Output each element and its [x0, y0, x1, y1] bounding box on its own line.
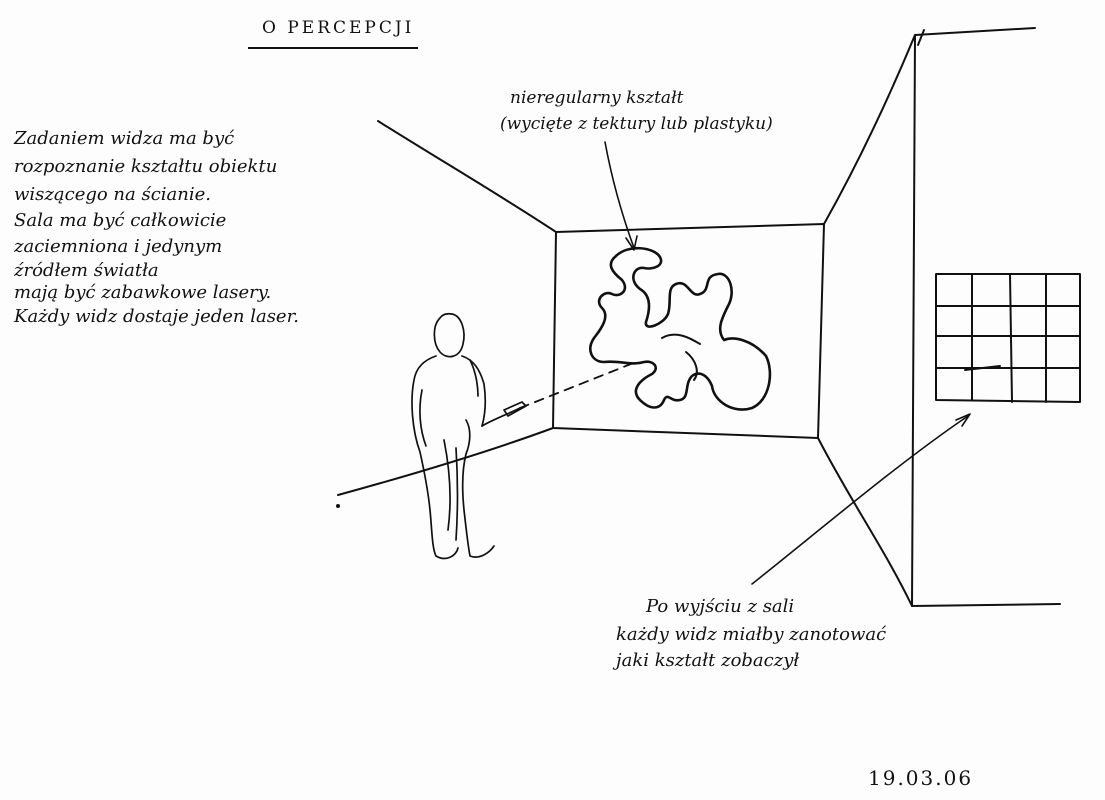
description-line: Zadaniem widza ma być — [14, 128, 235, 149]
date-stamp: 19.03.06 — [868, 766, 974, 790]
exit-note-line: Po wyjściu z sali — [646, 596, 795, 617]
irregular-shape — [589, 246, 772, 411]
person-figure — [411, 312, 527, 560]
window-pointer-arrow — [751, 415, 969, 585]
description-line: wiszącego na ścianie. — [14, 184, 212, 205]
floor-right-edge — [817, 437, 913, 607]
description-line: Każdy widz dostaje jeden laser. — [14, 306, 299, 327]
window-grid — [935, 273, 1081, 403]
title-underline — [248, 47, 418, 49]
floor-left-edge — [337, 427, 554, 496]
page-title: O PERCEPCJI — [262, 18, 415, 38]
exit-note-line: każdy widz miałby zanotować — [616, 624, 887, 645]
description-line: rozpoznanie kształtu obiektu — [14, 156, 278, 177]
shape-label-line: (wycięte z tektury lub plastyku) — [500, 114, 773, 134]
back-wall — [552, 223, 825, 439]
description-line: mają być zabawkowe lasery. — [14, 282, 272, 303]
shape-label-line: nieregularny kształt — [510, 88, 684, 108]
description-line: zaciemniona i jedynym — [14, 236, 223, 257]
floor-mark — [336, 504, 340, 508]
ceiling-right-edge — [823, 34, 916, 225]
description-line: Sala ma być całkowicie — [14, 210, 227, 231]
shape-pointer-arrow — [604, 141, 635, 249]
laser-beam — [519, 361, 637, 409]
description-line: źródłem światła — [14, 260, 159, 281]
exit-note-line: jaki kształt zobaczył — [616, 650, 800, 671]
ceiling-left-edge — [377, 120, 557, 233]
shape-inner-detail — [661, 333, 701, 381]
side-wall — [911, 27, 1061, 607]
side-wall-top — [917, 29, 925, 46]
